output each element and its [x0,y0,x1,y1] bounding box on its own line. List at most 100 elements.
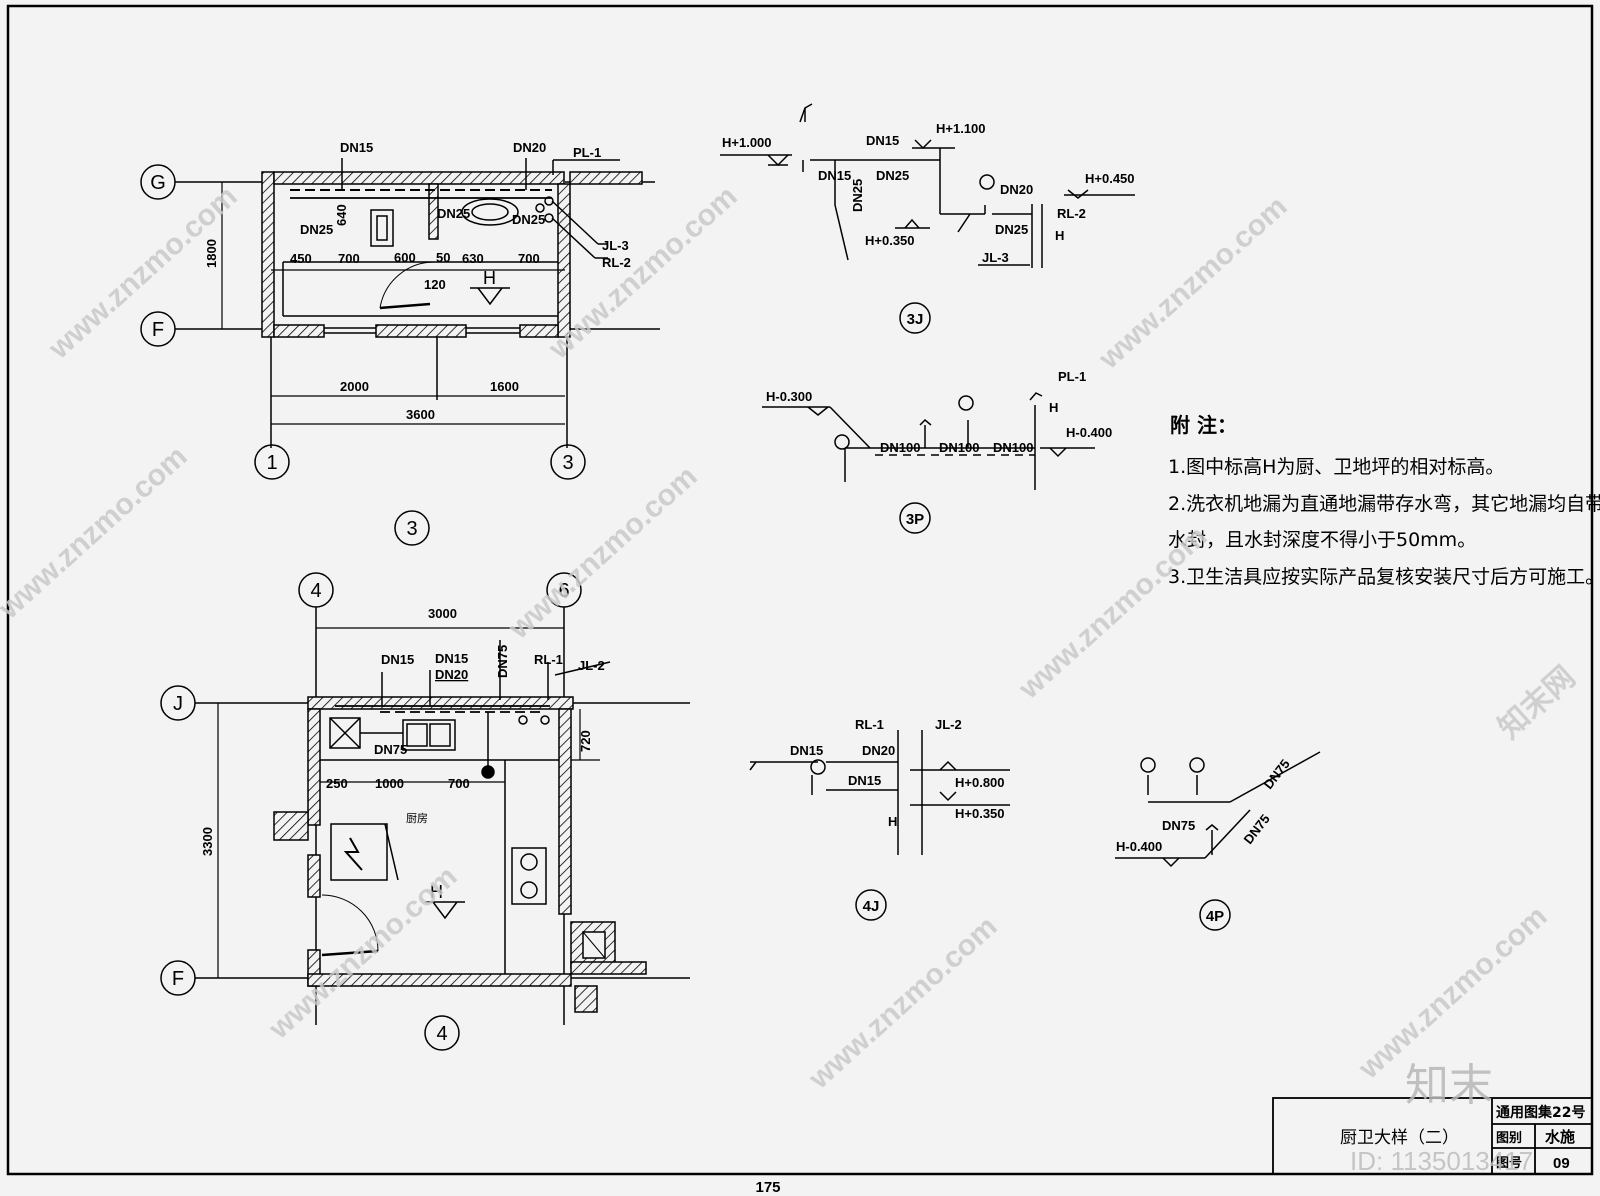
note-1: 1.图中标高H为厨、卫地坪的相对标高。 [1168,456,1504,478]
elevation-label: H+0.450 [1085,171,1135,186]
dimension-label: 600 [394,250,416,265]
atlas-label: 通用图集22号 [1496,1104,1585,1121]
dimension-label: 3000 [428,606,457,621]
iso-4j-title: 4J [863,898,880,915]
pipe-label: DN15 [818,168,851,183]
iso-4p-title: 4P [1206,908,1224,925]
plan-4-labels: 4 6 J F 4 3000 DN15 DN15 DN20 DN75 RL-1 … [172,580,605,1045]
elevation-label: H-0.300 [766,389,812,404]
dimension-label: 3300 [200,827,215,856]
note-2b: 水封，且水封深度不得小于50mm。 [1168,529,1476,551]
watermark-text: www.znzmo.com [542,180,744,366]
riser-label: RL-1 [855,717,884,732]
pipe-label: DN20 [1000,182,1033,197]
iso-3p-title: 3P [906,511,924,528]
iso-4p-labels: DN75 DN75 DN75 H-0.400 4P [1116,756,1293,925]
riser-label: RL-2 [1057,206,1086,221]
floor-level-label: H [483,268,496,288]
set-label: 图别 [1496,1131,1522,1146]
axis-4-label: 4 [310,580,321,602]
elevation-label: H-0.400 [1066,425,1112,440]
pipe-label: DN100 [880,440,920,455]
iso-3p-labels: H-0.300 PL-1 H DN100 DN100 DN100 H-0.400… [766,369,1112,528]
riser-label: JL-3 [602,238,629,253]
pipe-label: DN25 [300,222,333,237]
note-3: 3.卫生洁具应按实际产品复核安装尺寸后方可施工。 [1168,566,1600,588]
iso-3j-title: 3J [907,311,924,328]
axis-f-label: F [172,968,184,990]
iso-3j [720,103,1135,334]
pipe-label: DN25 [850,179,865,212]
plan-4-title: 4 [436,1023,447,1045]
riser-label: PL-1 [1058,369,1086,384]
watermark-text: www.znzmo.com [802,910,1004,1096]
dimension-label: 700 [338,251,360,266]
pipe-label: DN75 [374,742,407,757]
pipe-label: DN20 [435,667,468,682]
pipe-label: DN15 [435,651,468,666]
watermark-text: www.znzmo.com [502,460,704,646]
dimension-label: 1600 [490,379,519,394]
pipe-label: DN25 [995,222,1028,237]
pipe-label: DN75 [1261,756,1293,791]
dimension-label: 700 [518,251,540,266]
watermark-text: www.znzmo.com [42,180,244,366]
watermark-text: www.znzmo.com [1012,520,1214,706]
dimension-label: 700 [448,776,470,791]
riser-label: RL-2 [602,255,631,270]
watermark-text: www.znzmo.com [1092,190,1294,376]
page-number: 175 [755,1179,780,1196]
pipe-label: DN15 [790,743,823,758]
pipe-label: DN100 [939,440,979,455]
sheet-frame [6,4,1594,1176]
watermark-logo: 知末 [1405,1060,1493,1111]
pipe-label: DN100 [993,440,1033,455]
plan-4 [160,572,690,1051]
watermark-text: www.znzmo.com [1352,900,1554,1086]
riser-label: JL-3 [982,250,1009,265]
plan-3-labels: G F 1 3 3 DN15 DN20 PL-1 DN25 DN25 DN25 … [150,140,631,540]
riser-label: PL-1 [573,145,601,160]
pipe-label: DN15 [381,652,414,667]
floor-level-label: H [1055,228,1064,243]
axis-f-label: F [152,319,164,341]
set-value: 水施 [1545,1128,1575,1146]
riser-label: JL-2 [578,658,605,673]
iso-3j-labels: H+1.000 DN15 H+1.100 DN15 DN25 DN25 DN20… [722,121,1135,328]
drawing-title: 厨卫大样（二） [1340,1128,1459,1148]
dimension-label: 720 [578,730,593,752]
dimension-label: 50 [436,250,450,265]
dimension-label: 250 [326,776,348,791]
iso-3p [762,392,1095,534]
dimension-label: 450 [290,251,312,266]
title-block-labels: 通用图集22号 厨卫大样（二） 图别 水施 图号 09 [1340,1104,1585,1172]
riser-label: RL-1 [534,652,563,667]
watermark-id: ID: 1135013417 [1350,1146,1533,1176]
num-value: 09 [1553,1155,1570,1172]
riser-label: JL-2 [935,717,962,732]
axis-6-label: 6 [558,580,569,602]
dimension-label: 1800 [204,239,219,268]
dimension-label: 630 [462,251,484,266]
notes-title: 附 注： [1170,413,1237,437]
elevation-label: H+0.800 [955,775,1005,790]
room-label: 厨房 [406,812,428,825]
floor-level-label: H [888,814,897,829]
elevation-label: H+0.350 [865,233,915,248]
dimension-label: 2000 [340,379,369,394]
pipe-label: DN75 [1162,818,1195,833]
dimension-label: 120 [424,277,446,292]
axis-1-label: 1 [266,452,277,474]
elevation-label: H-0.400 [1116,839,1162,854]
pipe-label: DN25 [512,212,545,227]
pipe-label: DN25 [437,206,470,221]
axis-j-label: J [173,693,183,715]
pipe-label: DN20 [862,743,895,758]
pipe-label: DN15 [866,133,899,148]
dimension-label: 1000 [375,776,404,791]
iso-4j-labels: RL-1 JL-2 DN15 DN20 DN15 H+0.800 H+0.350… [790,717,1005,915]
watermark-brand: 知末网 [1492,660,1582,746]
pipe-label: DN20 [513,140,546,155]
title-block [1272,1097,1593,1175]
